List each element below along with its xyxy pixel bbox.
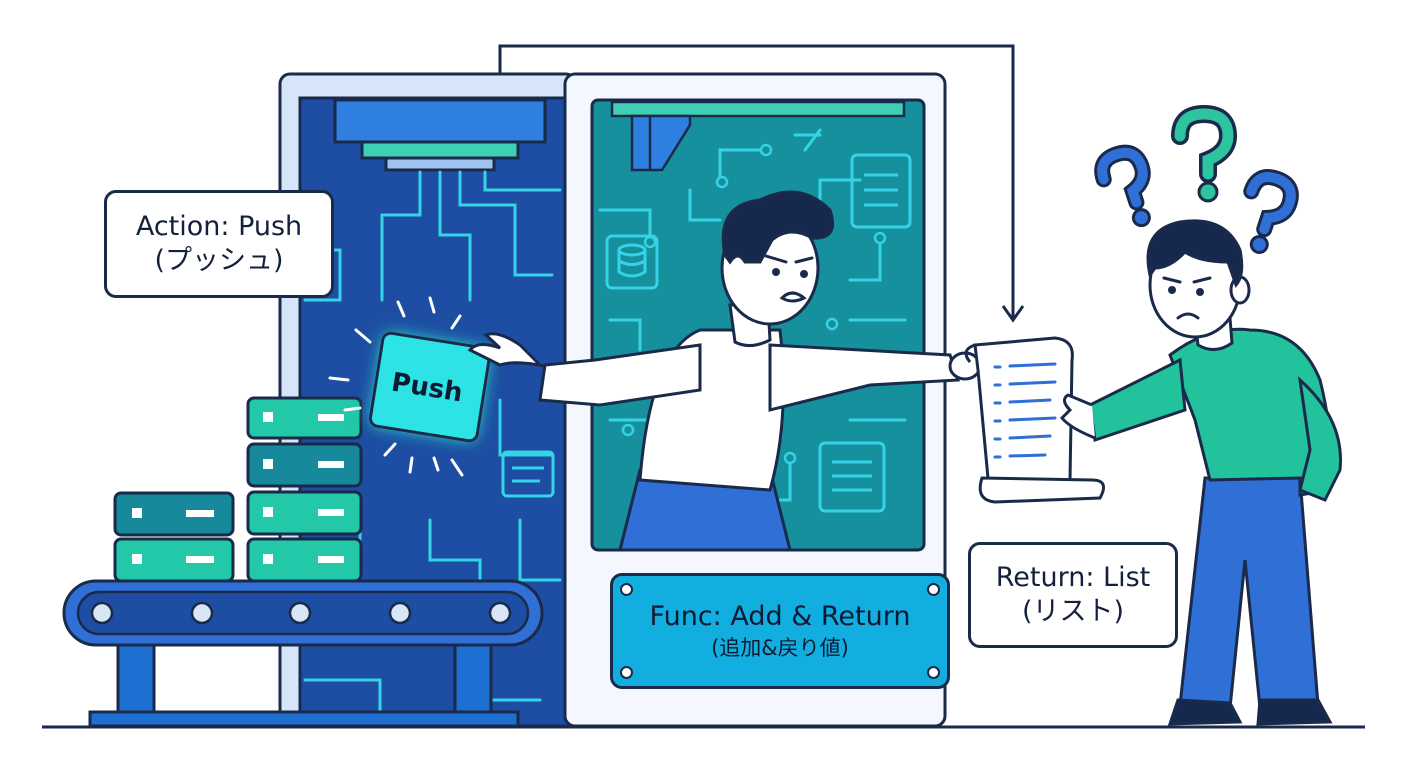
conveyor-belt <box>62 579 544 728</box>
action-label-subtitle: (プッシュ) <box>154 245 284 276</box>
action-label-title: Action: Push <box>135 211 303 243</box>
return-arrow-line <box>498 44 1015 318</box>
worker-character <box>467 190 982 552</box>
rivet <box>620 666 633 679</box>
return-label-subtitle: (リスト) <box>1021 596 1125 627</box>
return-label: Return: List (リスト) <box>968 542 1178 648</box>
document-icon <box>850 153 912 229</box>
confused-character <box>1059 219 1342 726</box>
database-icon <box>605 234 659 290</box>
action-label: Action: Push (プッシュ) <box>104 190 334 298</box>
scroll-list-icon <box>964 336 1106 504</box>
rivet <box>927 666 940 679</box>
push-block-label: Push <box>389 367 465 409</box>
data-blocks <box>113 396 363 583</box>
function-plate: Func: Add & Return (追加&戻り値) <box>610 573 950 689</box>
rivet <box>927 583 940 596</box>
return-arrow-head <box>1001 305 1025 323</box>
return-label-title: Return: List <box>995 562 1151 594</box>
document-icon <box>818 441 886 513</box>
question-mark-icon <box>1243 169 1299 254</box>
question-mark-icon <box>1171 104 1238 203</box>
function-plate-subtitle: (追加&戻り値) <box>711 635 849 660</box>
rivet <box>620 583 633 596</box>
function-plate-title: Func: Add & Return <box>649 600 911 632</box>
push-block <box>328 296 492 477</box>
question-mark-icon <box>1094 144 1151 228</box>
